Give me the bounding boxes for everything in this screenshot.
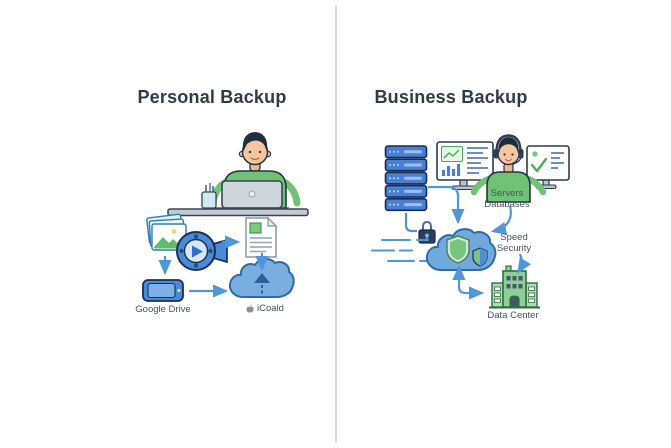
headset-mic — [513, 156, 522, 165]
eye — [258, 150, 262, 154]
document-icon — [245, 216, 278, 258]
desk — [167, 208, 309, 217]
business-backup-title: Business Backup — [374, 87, 528, 107]
apple-logo-icon — [246, 304, 254, 313]
arrow-cloud-building-sync — [452, 264, 485, 300]
headset-earcup — [493, 149, 499, 159]
speed-label: Speed — [500, 232, 528, 243]
headset-earcup — [518, 149, 524, 159]
connector-servers-to-lock — [404, 213, 417, 233]
hair — [498, 137, 519, 154]
video-camera-icon — [176, 231, 228, 271]
icloud-label: iCoald — [246, 303, 284, 314]
eye — [503, 153, 506, 156]
arrow-servers-to-cloud — [428, 185, 465, 225]
smile — [250, 157, 260, 161]
servers-databases-label: Servers Databases — [484, 188, 529, 210]
data-center-label: Data Center — [487, 310, 539, 321]
arrow-person-to-cloud — [490, 205, 512, 235]
personal-backup-title: Personal Backup — [137, 87, 287, 107]
speed-security-label: Speed Security — [497, 232, 531, 254]
small-shield-icon — [472, 247, 488, 267]
pen-cup-icon — [201, 183, 217, 209]
smile — [505, 159, 512, 162]
building-icon — [489, 265, 540, 309]
arrow-security-to-building — [517, 253, 532, 274]
cloud-icon — [425, 228, 497, 271]
lock-icon — [418, 220, 436, 244]
google-drive-label: Google Drive — [135, 304, 191, 315]
headset-band — [495, 134, 522, 153]
eye — [511, 153, 514, 156]
databases-label: Databases — [484, 199, 530, 210]
shield-icon — [446, 235, 470, 264]
monitor-dashboard-icon — [436, 141, 494, 191]
upload-arrow — [254, 273, 270, 283]
phone-icon — [142, 279, 184, 302]
servers-label: Servers — [490, 188, 524, 199]
eye — [248, 150, 252, 154]
server-rack-icon — [384, 145, 428, 212]
panel-divider — [335, 5, 337, 443]
security-label: Security — [496, 243, 532, 254]
torso — [486, 171, 531, 203]
hair — [242, 132, 268, 152]
speed-lines — [371, 239, 429, 262]
monitor-checklist-icon — [526, 145, 570, 190]
icloud-label-text: iCoald — [257, 303, 284, 314]
laptop-icon — [214, 180, 290, 214]
support-person — [470, 134, 547, 203]
person-at-desk — [167, 132, 309, 217]
